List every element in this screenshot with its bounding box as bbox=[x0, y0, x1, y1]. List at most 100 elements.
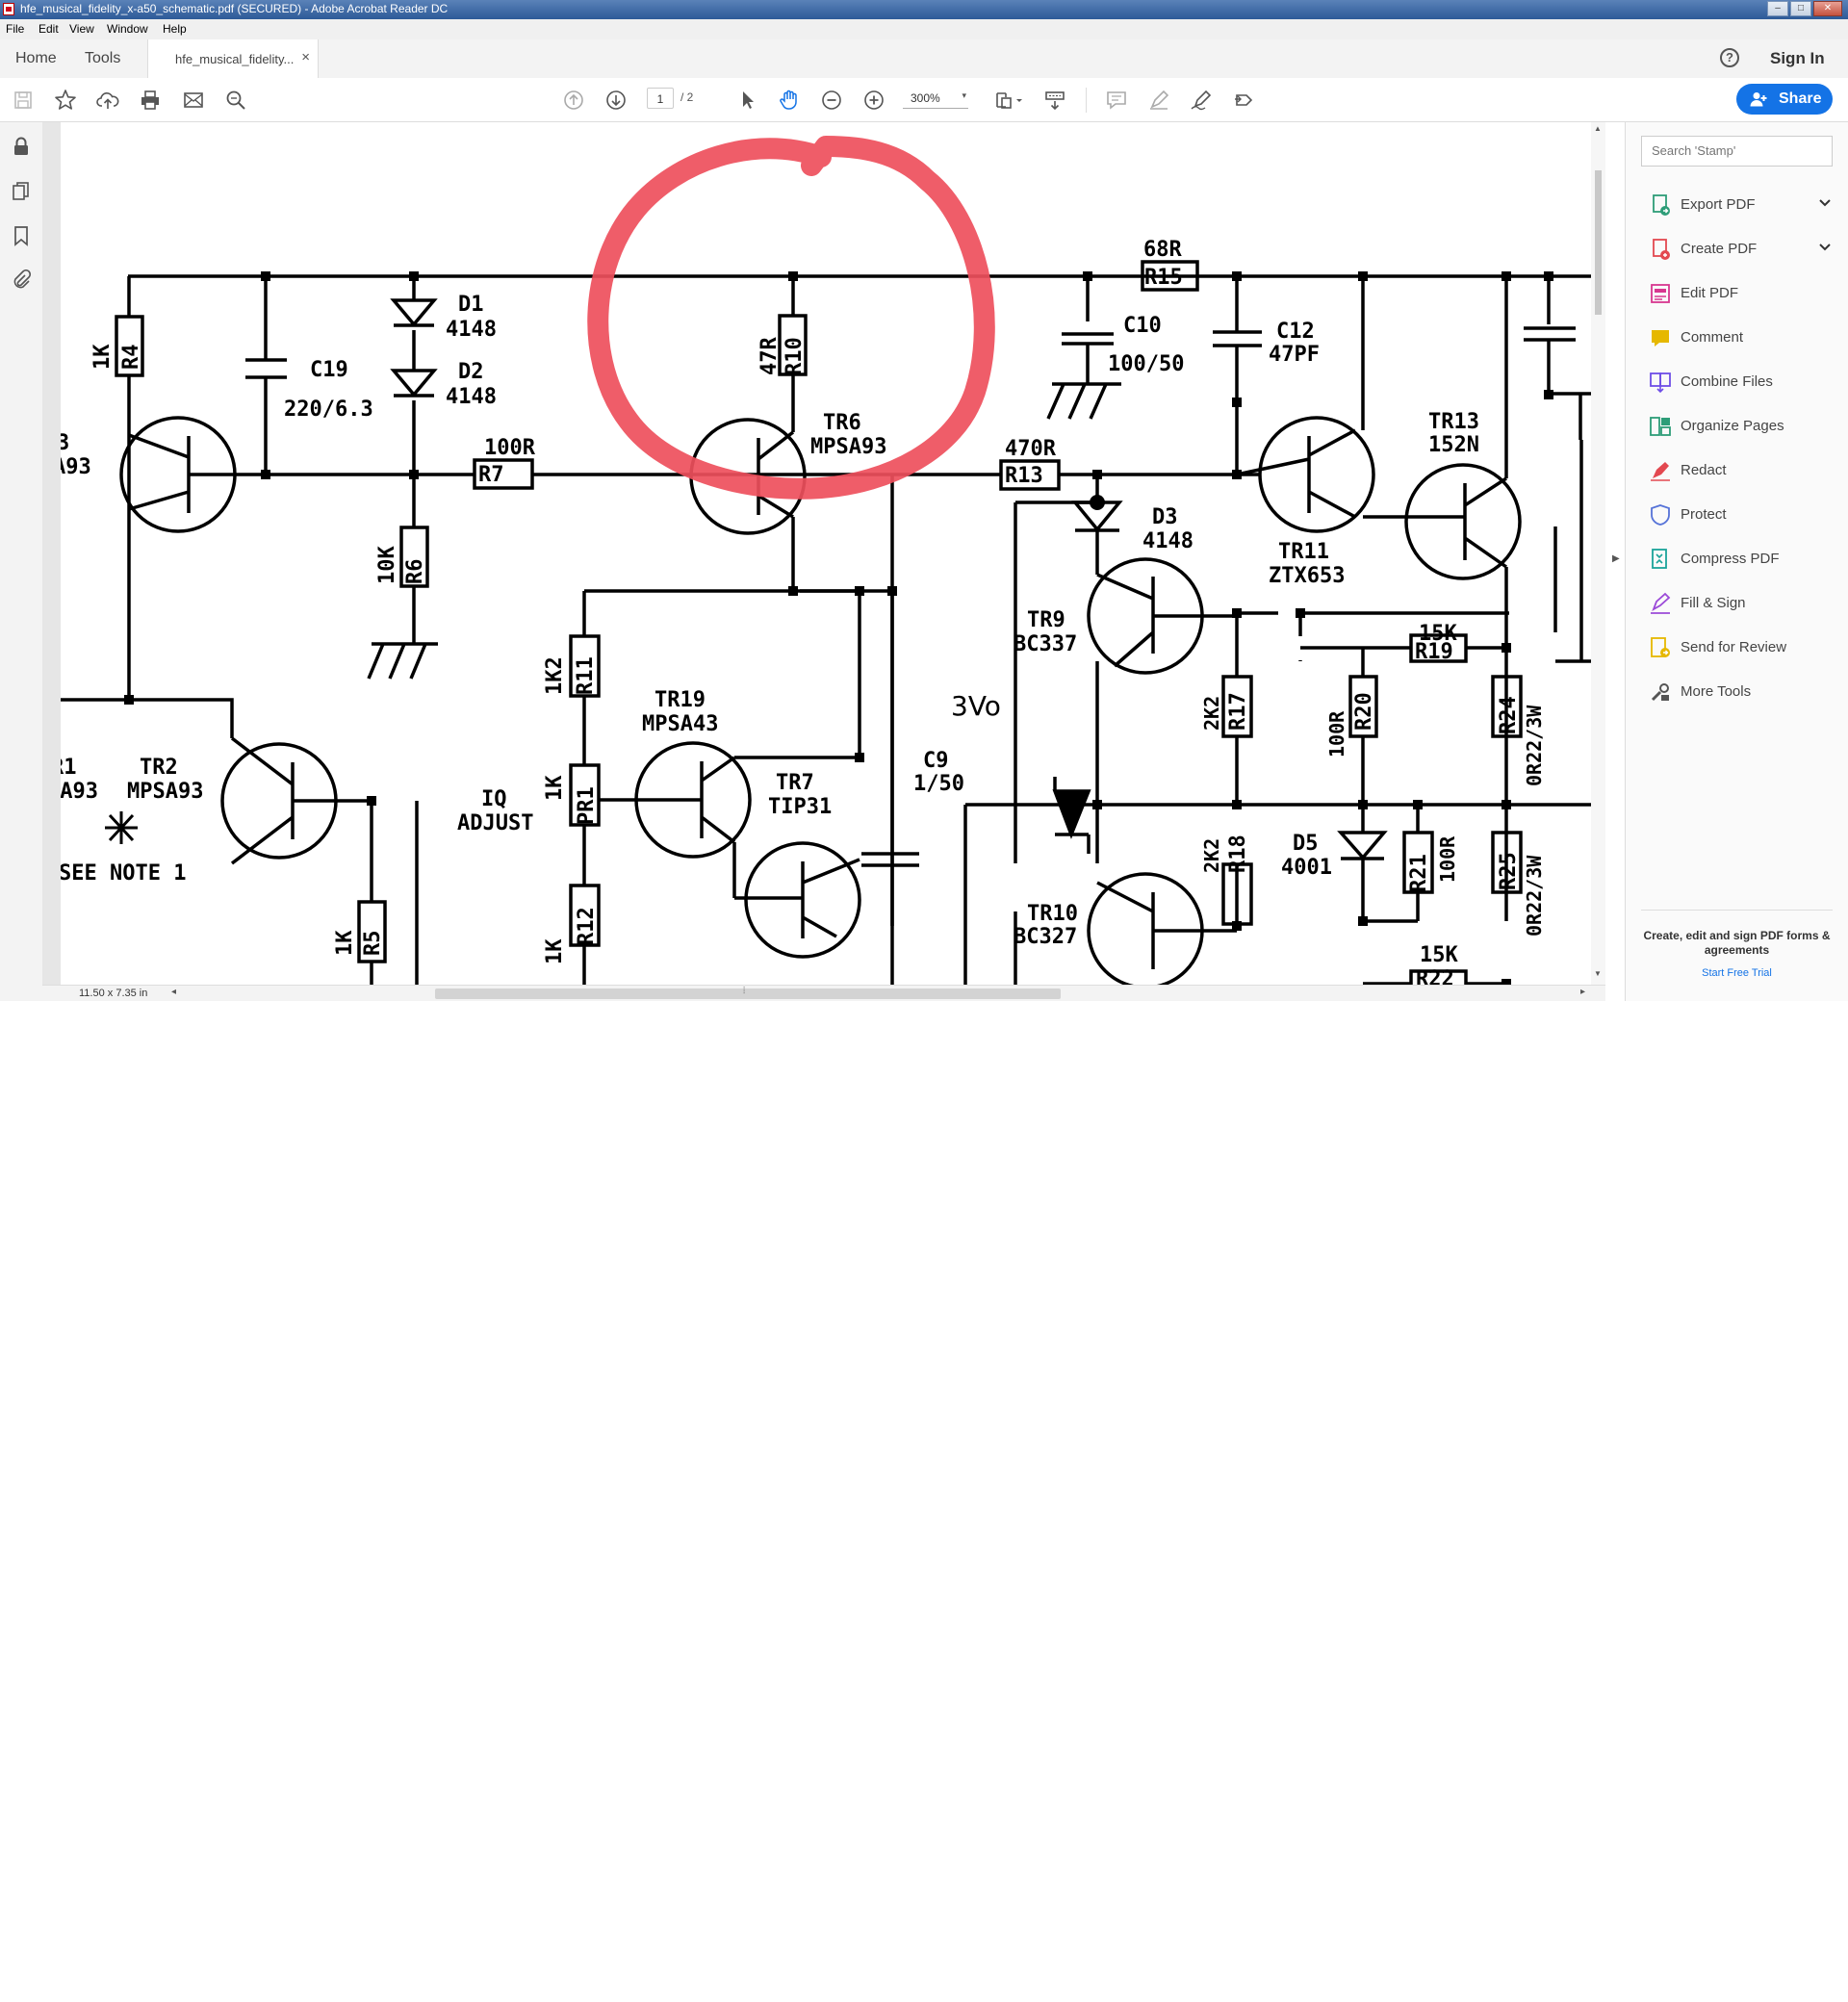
scroll-grip-icon: ⦙ bbox=[743, 986, 746, 996]
attachment-paperclip-icon[interactable] bbox=[11, 270, 32, 291]
bookmark-star-icon[interactable] bbox=[53, 88, 78, 113]
menu-view[interactable]: View bbox=[69, 22, 94, 36]
page-display-icon[interactable] bbox=[993, 88, 1026, 113]
share-link-icon[interactable] bbox=[1231, 88, 1256, 113]
maximize-button[interactable]: □ bbox=[1790, 1, 1811, 16]
print-icon[interactable] bbox=[138, 88, 163, 113]
label-r15: R15 bbox=[1144, 266, 1183, 290]
tool-create-pdf[interactable]: Create PDF bbox=[1649, 236, 1836, 265]
label-c10: C10 bbox=[1123, 314, 1162, 338]
share-button[interactable]: Share bbox=[1736, 84, 1833, 115]
upload-cloud-icon[interactable] bbox=[95, 88, 120, 113]
label-tr13: TR13 bbox=[1428, 410, 1479, 434]
menu-help[interactable]: Help bbox=[163, 22, 187, 36]
horizontal-scrollbar[interactable]: 11.50 x 7.35 in ◂ ⦙ ▸ bbox=[42, 985, 1605, 1001]
menu-file[interactable]: File bbox=[6, 22, 25, 36]
label-r7: R7 bbox=[478, 463, 504, 487]
tools-search-input[interactable] bbox=[1652, 143, 1825, 158]
email-icon[interactable] bbox=[181, 88, 206, 113]
tool-label: Export PDF bbox=[1681, 196, 1756, 213]
zoom-level-select[interactable]: 300% ▾ bbox=[903, 88, 968, 109]
scroll-mode-icon[interactable] bbox=[1042, 88, 1067, 113]
scroll-down-icon[interactable]: ▼ bbox=[1594, 969, 1602, 978]
scroll-right-icon[interactable]: ▸ bbox=[1580, 987, 1586, 997]
close-window-button[interactable]: ✕ bbox=[1813, 1, 1842, 16]
collapse-right-pane-icon[interactable]: ▶ bbox=[1612, 553, 1620, 564]
search-icon[interactable] bbox=[223, 88, 248, 113]
label-r20-value: 100R bbox=[1325, 710, 1348, 757]
tools-search-box[interactable] bbox=[1641, 136, 1833, 167]
label-r15-value: 68R bbox=[1143, 238, 1182, 262]
label-tr10-part: BC327 bbox=[1014, 925, 1077, 949]
tab-tools[interactable]: Tools bbox=[85, 50, 121, 66]
comment-icon[interactable] bbox=[1104, 88, 1129, 113]
tool-export-pdf[interactable]: Export PDF bbox=[1649, 192, 1836, 220]
document-viewport[interactable]: 68R R15 D1 4148 D2 4148 1K R4 C19 220/6.… bbox=[42, 122, 1591, 985]
save-icon[interactable] bbox=[11, 88, 36, 113]
tool-label: Edit PDF bbox=[1681, 285, 1739, 301]
horizontal-scroll-thumb[interactable]: ⦙ bbox=[435, 986, 1061, 999]
tool-more-tools[interactable]: More Tools bbox=[1649, 679, 1836, 707]
label-r24: R24 bbox=[1497, 696, 1521, 734]
chevron-down-icon[interactable] bbox=[1815, 238, 1835, 257]
lock-icon[interactable] bbox=[11, 136, 32, 157]
start-free-trial-link[interactable]: Start Free Trial bbox=[1702, 967, 1772, 979]
zoom-in-icon[interactable] bbox=[861, 88, 886, 113]
help-icon[interactable]: ? bbox=[1720, 48, 1739, 67]
menu-edit[interactable]: Edit bbox=[38, 22, 59, 36]
label-r10: R10 bbox=[783, 337, 807, 375]
tool-comment[interactable]: Comment bbox=[1649, 324, 1836, 353]
label-r18-value: 2K2 bbox=[1200, 838, 1223, 873]
page-size-readout: 11.50 x 7.35 in bbox=[79, 988, 148, 999]
tool-fill-sign[interactable]: Fill & Sign bbox=[1649, 590, 1836, 619]
label-iq: IQ bbox=[481, 787, 507, 811]
page-number-input[interactable]: 1 bbox=[647, 88, 674, 109]
tool-redact[interactable]: Redact bbox=[1649, 457, 1836, 486]
tools-pane: Export PDF Create PDF Edit PDF CommentCombi… bbox=[1626, 122, 1848, 1001]
tab-home[interactable]: Home bbox=[15, 50, 57, 66]
close-tab-icon[interactable]: × bbox=[301, 49, 310, 65]
promo-title: Create, edit and sign PDF forms & agreem… bbox=[1643, 929, 1831, 957]
schematic-drawing: 68R R15 D1 4148 D2 4148 1K R4 C19 220/6.… bbox=[61, 136, 1591, 985]
vertical-scroll-thumb[interactable] bbox=[1595, 170, 1602, 315]
document-tab-title: hfe_musical_fidelity... bbox=[175, 52, 295, 66]
page-thumbnails-icon[interactable] bbox=[11, 180, 32, 201]
sign-pen-icon[interactable] bbox=[1189, 88, 1214, 113]
sign-in-link[interactable]: Sign In bbox=[1770, 49, 1825, 67]
chevron-down-icon[interactable] bbox=[1815, 193, 1835, 213]
label-3v0-annotation: 3Vo bbox=[951, 690, 1001, 722]
zoom-level-value: 300% bbox=[911, 91, 940, 105]
vertical-scrollbar[interactable]: ▲ ▼ bbox=[1591, 122, 1605, 985]
label-r25: R25 bbox=[1497, 852, 1521, 890]
tool-organize-pages[interactable]: Organize Pages bbox=[1649, 413, 1836, 442]
tool-send-review[interactable]: Send for Review bbox=[1649, 634, 1836, 663]
label-r11: R11 bbox=[574, 656, 598, 695]
previous-page-icon[interactable] bbox=[561, 88, 586, 113]
tool-edit-pdf[interactable]: Edit PDF bbox=[1649, 280, 1836, 309]
next-page-icon[interactable] bbox=[603, 88, 629, 113]
scroll-up-icon[interactable]: ▲ bbox=[1594, 124, 1602, 133]
tool-label: Redact bbox=[1681, 462, 1727, 478]
label-d3-value: 4148 bbox=[1142, 529, 1194, 553]
tab-document[interactable]: hfe_musical_fidelity... × bbox=[147, 39, 319, 78]
edit-pdf-icon bbox=[1651, 284, 1670, 303]
label-tr9-part: BC337 bbox=[1014, 632, 1077, 656]
tool-combine-files[interactable]: Combine Files bbox=[1649, 369, 1836, 398]
highlight-pen-icon[interactable] bbox=[1146, 88, 1171, 113]
menu-window[interactable]: Window bbox=[107, 22, 148, 36]
bookmark-icon[interactable] bbox=[11, 225, 32, 246]
label-r11-value: 1K2 bbox=[543, 656, 567, 695]
acrobat-app-icon bbox=[3, 3, 14, 15]
organize-pages-icon bbox=[1650, 417, 1671, 436]
hand-tool-icon[interactable] bbox=[777, 88, 802, 113]
scroll-left-icon[interactable]: ◂ bbox=[171, 987, 177, 997]
tool-compress-pdf[interactable]: Compress PDF bbox=[1649, 546, 1836, 575]
label-c19: C19 bbox=[310, 358, 348, 382]
minimize-button[interactable]: – bbox=[1767, 1, 1788, 16]
select-arrow-icon[interactable] bbox=[734, 88, 759, 113]
tool-protect[interactable]: Protect bbox=[1649, 501, 1836, 530]
tool-label: Send for Review bbox=[1681, 639, 1787, 655]
window-title: hfe_musical_fidelity_x-a50_schematic.pdf… bbox=[20, 2, 449, 15]
tool-label: More Tools bbox=[1681, 683, 1752, 700]
zoom-out-icon[interactable] bbox=[819, 88, 844, 113]
